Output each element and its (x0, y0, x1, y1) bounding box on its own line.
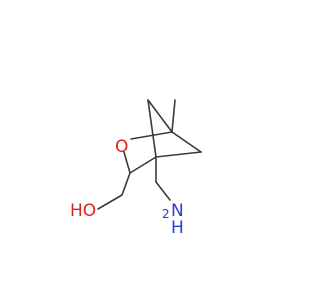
bond-c6-c4 (147, 99, 157, 158)
bond-c3-c4 (129, 156, 157, 174)
bond-c1-c5 (171, 131, 202, 153)
molecule-structure: O HO N H 2 (70, 99, 202, 238)
bond-c5-c4 (155, 151, 202, 158)
bond-o-c3 (123, 151, 131, 174)
ring-oxygen-label: O (115, 137, 128, 157)
bond-c3-ch2 (121, 172, 131, 196)
bond-c1-o (130, 131, 173, 140)
bond-c1-c6 (147, 99, 173, 133)
bond-ch2-oh (97, 194, 123, 210)
amine-h2-subscript: 2 (162, 207, 170, 221)
bond-ch2-n (155, 181, 171, 201)
amine-n-label: N (171, 201, 184, 221)
hydroxyl-label: HO (70, 201, 96, 221)
amine-h-label: H (171, 218, 184, 238)
bond-c1-methyl (171, 99, 176, 133)
